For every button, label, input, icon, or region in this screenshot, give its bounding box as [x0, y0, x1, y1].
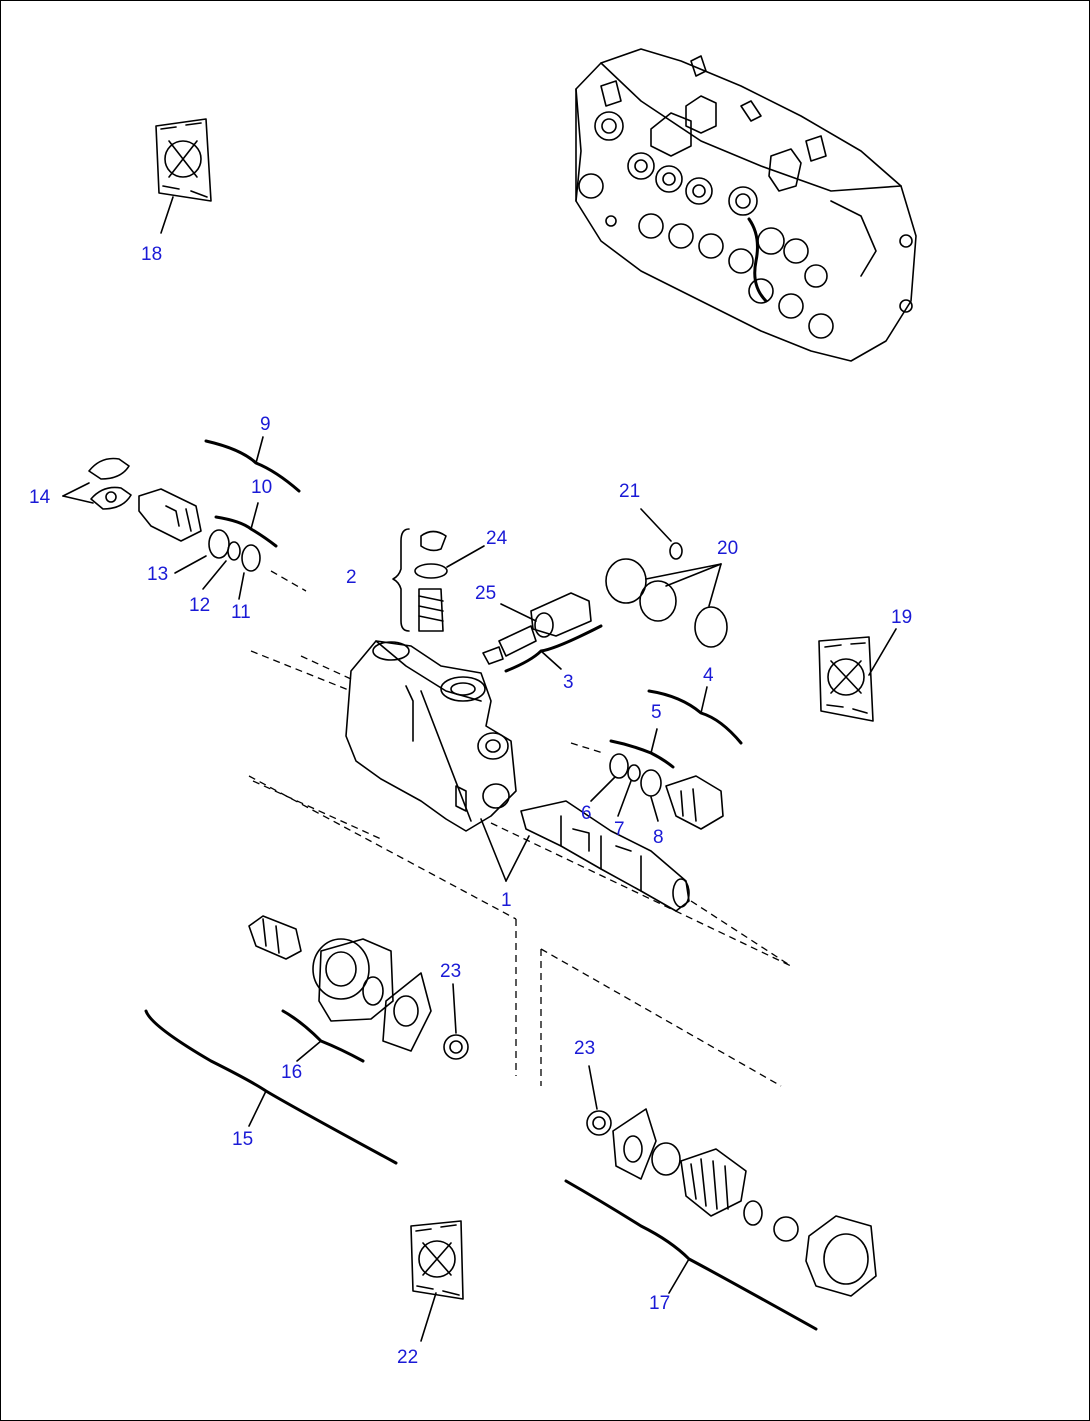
valve-assembly-overview — [575, 48, 917, 362]
callout-3: 3 — [563, 672, 574, 693]
callout-4: 4 — [703, 665, 714, 686]
callout-13: 13 — [147, 564, 168, 585]
kit-card-18 — [155, 118, 212, 234]
kit-card-19 — [818, 628, 897, 722]
callout-10: 10 — [251, 477, 272, 498]
callout-5: 5 — [651, 702, 662, 723]
valve-2-group — [392, 528, 485, 632]
callout-1: 1 — [501, 890, 512, 911]
construction-lines — [248, 650, 792, 1087]
callout-23-left: 23 — [440, 961, 461, 982]
relief-valve-right-group — [570, 686, 743, 830]
callout-9: 9 — [260, 414, 271, 435]
callout-14: 14 — [29, 487, 51, 508]
lower-right-group — [564, 1065, 877, 1331]
relief-valve-left-group — [62, 436, 307, 600]
callout-23-right: 23 — [574, 1038, 595, 1059]
lower-left-group — [144, 915, 469, 1165]
valve-body-main — [345, 640, 690, 912]
o-rings-20-21 — [605, 508, 728, 648]
valve-3-group — [482, 592, 603, 673]
callout-7: 7 — [614, 819, 625, 840]
callout-25: 25 — [475, 583, 496, 604]
callout-11: 11 — [231, 602, 251, 623]
callout-24: 24 — [486, 528, 508, 549]
callout-19: 19 — [891, 607, 912, 628]
callout-16: 16 — [281, 1062, 302, 1083]
callout-15: 15 — [232, 1129, 253, 1150]
callout-22: 22 — [397, 1347, 418, 1368]
callout-2: 2 — [346, 567, 357, 588]
callout-12: 12 — [189, 595, 210, 616]
callout-20: 20 — [717, 538, 738, 559]
kit-card-22 — [410, 1220, 464, 1342]
callout-labels: 1 2 3 4 5 6 7 8 9 10 11 12 13 14 15 16 1… — [29, 244, 912, 1368]
callout-6: 6 — [581, 803, 592, 824]
callout-17: 17 — [649, 1293, 670, 1314]
callout-18: 18 — [141, 244, 162, 265]
callout-21: 21 — [619, 481, 640, 502]
callout-8: 8 — [653, 827, 664, 848]
